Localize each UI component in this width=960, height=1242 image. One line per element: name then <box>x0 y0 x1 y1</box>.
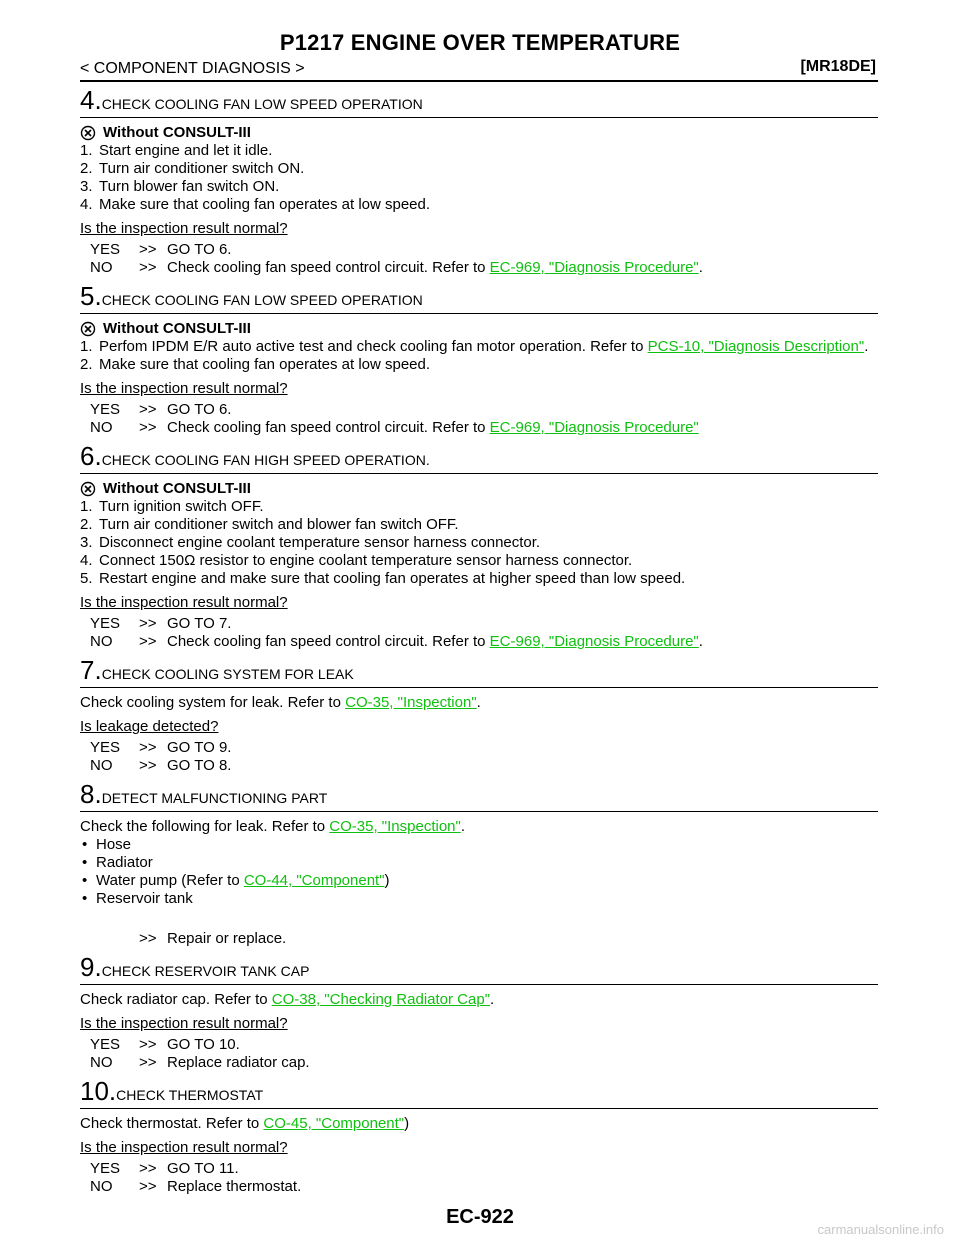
reference-link[interactable]: EC-969, "Diagnosis Procedure" <box>489 259 699 276</box>
step-title: DETECT MALFUNCTIONING PART <box>101 790 328 806</box>
reference-link[interactable]: CO-38, "Checking Radiator Cap" <box>271 991 491 1008</box>
answer-yes: YES>>GO TO 6. <box>90 401 232 418</box>
instruction: Check cooling system for leak. Refer to … <box>80 694 481 711</box>
watermark: carmanualsonline.info <box>817 1222 944 1237</box>
question: Is the inspection result normal? <box>80 220 288 237</box>
question: Is the inspection result normal? <box>80 594 288 611</box>
section-label: < COMPONENT DIAGNOSIS > <box>80 60 305 77</box>
answer-no: NO>>Check cooling fan speed control circ… <box>90 259 703 276</box>
reference-link[interactable]: EC-969, "Diagnosis Procedure" <box>489 633 699 650</box>
list-item: 3.Disconnect engine coolant temperature … <box>80 534 541 551</box>
question: Is the inspection result normal? <box>80 1139 288 1156</box>
engine-label: [MR18DE] <box>800 58 876 75</box>
instruction: Check the following for leak. Refer to C… <box>80 818 466 835</box>
list-item: 2.Make sure that cooling fan operates at… <box>80 356 431 373</box>
bullet-item: •Water pump (Refer to CO-44, "Component"… <box>82 872 390 889</box>
step-8-header: 8. DETECT MALFUNCTIONING PART <box>80 780 878 812</box>
consult-tool-icon <box>80 321 96 337</box>
step-number: 4. <box>80 85 102 115</box>
step-title: CHECK COOLING FAN HIGH SPEED OPERATION. <box>101 452 430 468</box>
instruction: Check radiator cap. Refer to CO-38, "Che… <box>80 991 495 1008</box>
reference-link[interactable]: EC-969, "Diagnosis Procedure" <box>489 419 699 436</box>
consult-tool-icon <box>80 125 96 141</box>
answer-yes: YES>>GO TO 7. <box>90 615 232 632</box>
step-title: CHECK RESERVOIR TANK CAP <box>101 963 310 979</box>
list-item: 1.Perfom IPDM E/R auto active test and c… <box>80 338 869 355</box>
step-title: CHECK COOLING FAN LOW SPEED OPERATION <box>101 96 423 112</box>
step-4-header: 4. CHECK COOLING FAN LOW SPEED OPERATION <box>80 86 878 118</box>
consult-tool-icon <box>80 481 96 497</box>
without-consult-heading: Without CONSULT-III <box>80 480 878 498</box>
step-title: CHECK THERMOSTAT <box>116 1087 264 1103</box>
list-item: 2.Turn air conditioner switch ON. <box>80 160 305 177</box>
list-item: 4.Connect 150Ω resistor to engine coolan… <box>80 552 633 569</box>
question: Is leakage detected? <box>80 718 219 735</box>
bullet-item: •Reservoir tank <box>82 890 193 907</box>
list-item: 1.Start engine and let it idle. <box>80 142 273 159</box>
step-title: CHECK COOLING FAN LOW SPEED OPERATION <box>101 292 423 308</box>
answer-yes: YES>>GO TO 11. <box>90 1160 239 1177</box>
answer-yes: YES>>GO TO 6. <box>90 241 232 258</box>
step-number: 5. <box>80 281 102 311</box>
bullet-item: •Radiator <box>82 854 153 871</box>
reference-link[interactable]: CO-45, "Component" <box>263 1115 405 1132</box>
step-7-header: 7. CHECK COOLING SYSTEM FOR LEAK <box>80 656 878 688</box>
step-number: 7. <box>80 655 102 685</box>
reference-link[interactable]: CO-35, "Inspection" <box>329 818 461 835</box>
without-consult-heading: Without CONSULT-III <box>80 124 878 142</box>
bullet-item: •Hose <box>82 836 132 853</box>
answer-no: NO>>Replace radiator cap. <box>90 1054 310 1071</box>
list-item: 5.Restart engine and make sure that cool… <box>80 570 686 587</box>
page-title: P1217 ENGINE OVER TEMPERATURE <box>279 30 681 55</box>
answer-no: NO>>Check cooling fan speed control circ… <box>90 633 703 650</box>
step-number: 8. <box>80 779 102 809</box>
step-9-header: 9. CHECK RESERVOIR TANK CAP <box>80 953 878 985</box>
step-number: 10. <box>80 1076 117 1106</box>
content: 4. CHECK COOLING FAN LOW SPEED OPERATION… <box>80 86 878 1196</box>
step-6-header: 6. CHECK COOLING FAN HIGH SPEED OPERATIO… <box>80 442 878 474</box>
answer-yes: YES>>GO TO 10. <box>90 1036 240 1053</box>
step-number: 6. <box>80 441 102 471</box>
question: Is the inspection result normal? <box>80 1015 288 1032</box>
instruction: Check thermostat. Refer to CO-45, "Compo… <box>80 1115 410 1132</box>
reference-link[interactable]: CO-44, "Component" <box>243 872 385 889</box>
step-5-header: 5. CHECK COOLING FAN LOW SPEED OPERATION <box>80 282 878 314</box>
list-item: 3.Turn blower fan switch ON. <box>80 178 280 195</box>
step-10-header: 10. CHECK THERMOSTAT <box>80 1077 878 1109</box>
page-number: EC-922 <box>446 1206 514 1228</box>
reference-link[interactable]: CO-35, "Inspection" <box>345 694 477 711</box>
answer-no: NO>>GO TO 8. <box>90 757 232 774</box>
without-consult-heading: Without CONSULT-III <box>80 320 878 338</box>
header-rule <box>80 80 878 82</box>
answer-no: NO>>Check cooling fan speed control circ… <box>90 419 699 436</box>
step-number: 9. <box>80 952 102 982</box>
action: >>Repair or replace. <box>139 930 287 947</box>
question: Is the inspection result normal? <box>80 380 288 397</box>
step-title: CHECK COOLING SYSTEM FOR LEAK <box>101 666 354 682</box>
answer-no: NO>>Replace thermostat. <box>90 1178 302 1195</box>
reference-link[interactable]: PCS-10, "Diagnosis Description" <box>647 338 865 355</box>
list-item: 2.Turn air conditioner switch and blower… <box>80 516 459 533</box>
answer-yes: YES>>GO TO 9. <box>90 739 232 756</box>
list-item: 1.Turn ignition switch OFF. <box>80 498 264 515</box>
list-item: 4.Make sure that cooling fan operates at… <box>80 196 431 213</box>
